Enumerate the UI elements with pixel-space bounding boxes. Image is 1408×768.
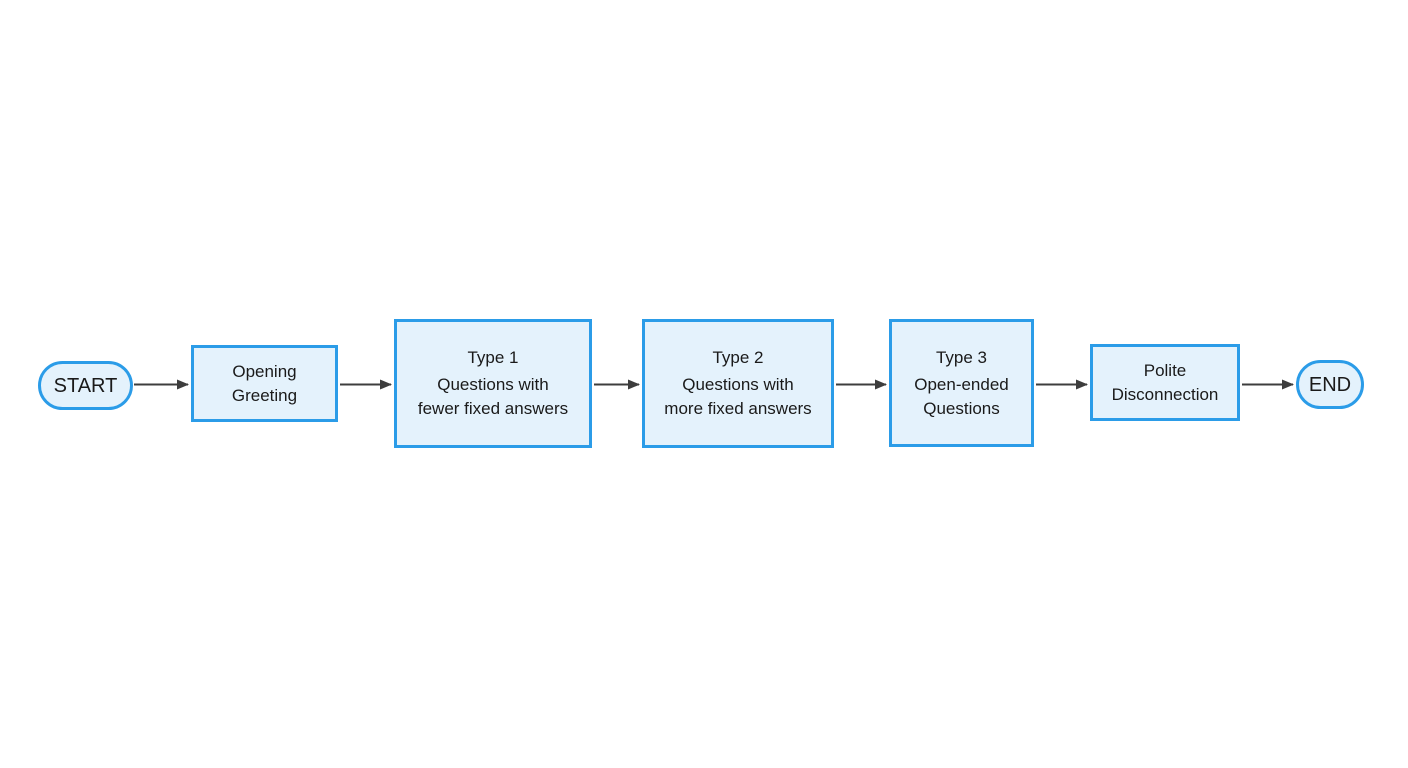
node-opening-greeting-label: Opening Greeting <box>231 361 298 405</box>
node-end: END <box>1296 360 1364 409</box>
node-type-1-title: Type 1 <box>467 348 519 367</box>
node-end-label: END <box>1308 373 1352 396</box>
node-polite-disconnection: Polite Disconnection <box>1090 344 1240 421</box>
node-polite-disconnection-label: Polite Disconnection <box>1111 360 1219 404</box>
node-type-1-description: Questions with fewer fixed answers <box>417 375 569 418</box>
node-type-3: Type 3 Open-ended Questions <box>889 319 1034 447</box>
node-type-1: Type 1 Questions with fewer fixed answer… <box>394 319 592 448</box>
node-type-2-description: Questions with more fixed answers <box>664 375 812 418</box>
node-opening-greeting: Opening Greeting <box>191 345 338 422</box>
node-type-2: Type 2 Questions with more fixed answers <box>642 319 834 448</box>
node-type-3-title: Type 3 <box>935 347 988 367</box>
node-type-3-description: Open-ended Questions <box>914 374 1009 418</box>
node-start: START <box>38 361 133 410</box>
node-type-2-title: Type 2 <box>712 348 764 367</box>
node-start-label: START <box>53 374 118 397</box>
